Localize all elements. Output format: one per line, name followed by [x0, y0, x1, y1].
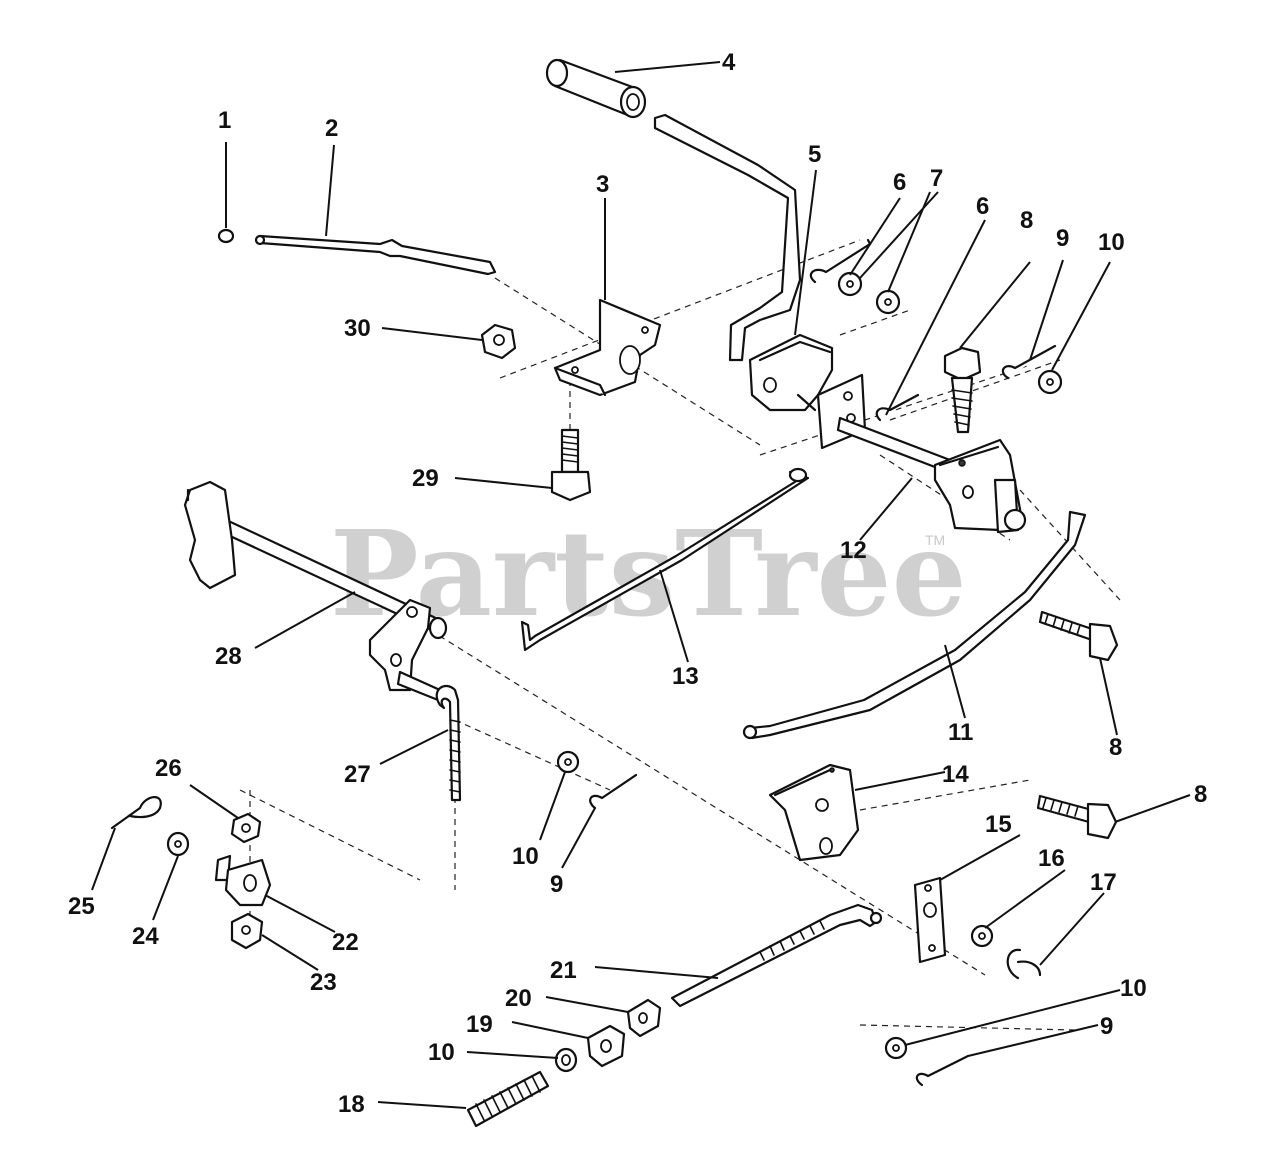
- part-26-nut: [230, 812, 262, 844]
- part-25-pin: [110, 796, 162, 830]
- part-27-eyebolt: [435, 684, 462, 802]
- part-9-pin-upper: [1001, 344, 1057, 380]
- part-14-bracket: [768, 763, 860, 862]
- part-6-pin-upper: [809, 238, 872, 284]
- callout-5: 5: [808, 141, 821, 168]
- part-30-nut: [480, 323, 517, 360]
- callout-29: 29: [412, 465, 439, 492]
- part-2-rod: [254, 234, 497, 276]
- leader-lines: [91, 61, 1191, 1109]
- callout-28: 28: [215, 643, 242, 670]
- callout-14: 14: [942, 761, 969, 788]
- part-5-lever: [653, 113, 867, 450]
- part-8-bolt-vertical: [943, 346, 982, 434]
- callout-10: 10: [1098, 229, 1125, 256]
- callout-9: 9: [550, 871, 563, 898]
- part-6-pin-lower: [875, 393, 920, 422]
- callout-10: 10: [1120, 975, 1147, 1002]
- callout-18: 18: [338, 1091, 365, 1118]
- callout-8: 8: [1109, 734, 1122, 761]
- callout-10: 10: [428, 1039, 455, 1066]
- part-20-nut: [626, 998, 662, 1038]
- callout-23: 23: [310, 969, 337, 996]
- callout-21: 21: [550, 957, 577, 984]
- callout-19: 19: [466, 1011, 493, 1038]
- callout-4: 4: [722, 49, 736, 76]
- part-4-grip: [545, 58, 647, 119]
- callout-8: 8: [1194, 781, 1207, 808]
- part-28-shaft: [183, 480, 448, 702]
- callout-9: 9: [1056, 225, 1069, 252]
- callout-22: 22: [332, 929, 359, 956]
- part-10-washer-center: [556, 750, 580, 774]
- part-3-bracket: [553, 298, 662, 397]
- part-21-threaded-rod: [670, 903, 883, 1008]
- part-9-pin-br: [915, 1054, 970, 1087]
- part-9-pin-center: [589, 773, 638, 810]
- part-18-spring: [466, 1070, 550, 1128]
- callout-11: 11: [948, 719, 973, 746]
- callout-10: 10: [512, 843, 539, 870]
- watermark-trademark: TM: [925, 532, 945, 548]
- callout-30: 30: [344, 315, 371, 342]
- part-19-nut: [586, 1024, 626, 1068]
- callout-27: 27: [344, 761, 371, 788]
- part-13-rod: [520, 467, 810, 652]
- part-8-bolt-right: [1038, 610, 1119, 662]
- part-29-bolt: [550, 428, 592, 502]
- part-16-washer: [970, 924, 994, 948]
- part-22-pivot: [214, 854, 272, 907]
- callout-9: 9: [1100, 1013, 1113, 1040]
- callout-8: 8: [1020, 207, 1033, 234]
- callout-17: 17: [1090, 869, 1117, 896]
- callout-15: 15: [985, 811, 1012, 838]
- callout-20: 20: [505, 985, 532, 1012]
- part-8-bolt-lower: [1036, 794, 1118, 840]
- callout-6: 6: [976, 193, 989, 220]
- part-7-washers: [837, 271, 901, 315]
- part-1-cap: [217, 228, 235, 244]
- callout-7: 7: [930, 165, 943, 192]
- part-12-shaft: [836, 416, 1027, 534]
- callout-26: 26: [155, 755, 182, 782]
- part-10-washer-bottom: [554, 1047, 578, 1073]
- callout-16: 16: [1038, 845, 1065, 872]
- part-10-washer-upper: [1037, 369, 1063, 395]
- part-10-washer-br: [884, 1036, 908, 1060]
- callout-24: 24: [132, 923, 159, 950]
- callout-1: 1: [218, 107, 231, 134]
- callout-25: 25: [68, 893, 95, 920]
- part-23-nut: [230, 912, 264, 950]
- part-17-clip: [1006, 948, 1042, 980]
- callout-6: 6: [893, 169, 906, 196]
- callout-labels: 1 2 3 4 5 6 7 6 8 9 10 30 29 12 28 13 11…: [68, 49, 1207, 1118]
- part-24-washer: [166, 831, 190, 857]
- callout-13: 13: [672, 663, 699, 690]
- callout-3: 3: [596, 171, 609, 198]
- callout-2: 2: [325, 115, 338, 142]
- part-11-rod: [742, 510, 1087, 740]
- part-15-plate: [913, 876, 947, 964]
- callout-12: 12: [840, 537, 867, 564]
